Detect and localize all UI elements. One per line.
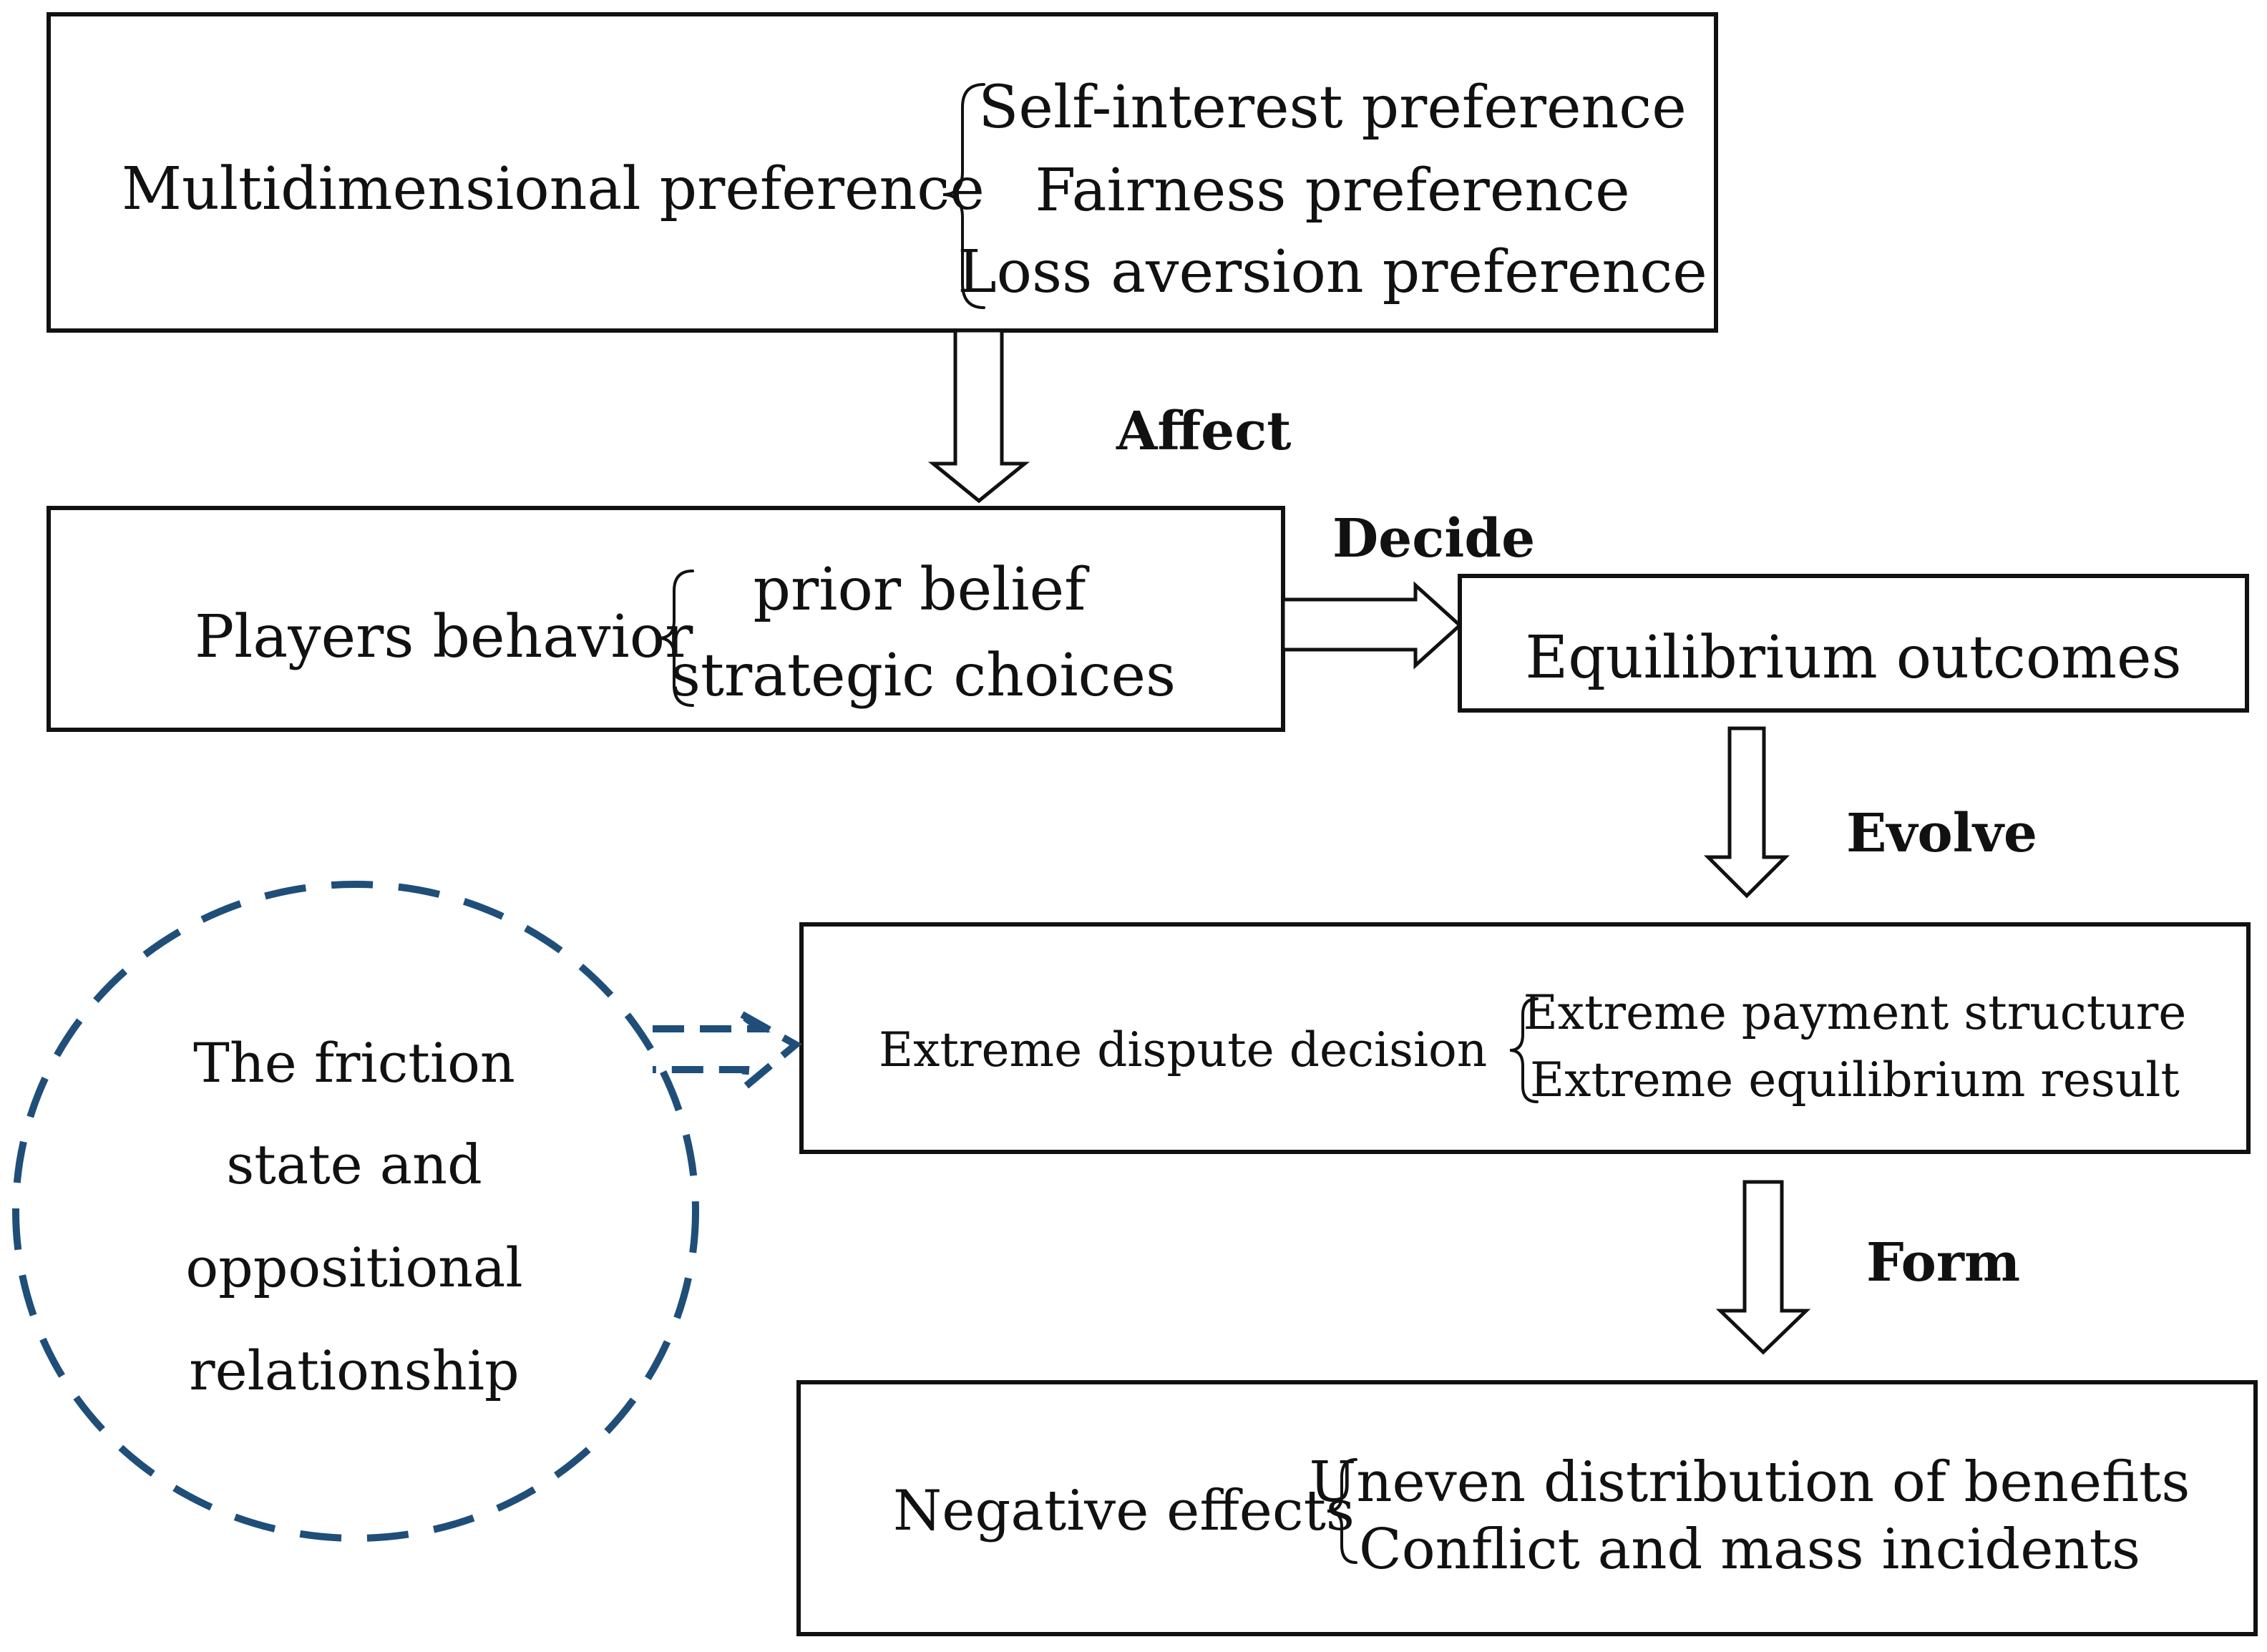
friction-line-3: oppositional bbox=[185, 1236, 522, 1299]
behavior-item-prior-belief: prior belief bbox=[754, 556, 1091, 624]
preference-box: Multidimensional preference Self-interes… bbox=[47, 12, 1718, 333]
friction-connector-arrow bbox=[653, 1008, 802, 1096]
extreme-title: Extreme dispute decision bbox=[879, 1022, 1487, 1077]
behavior-brace bbox=[658, 570, 694, 707]
friction-line-2: state and bbox=[226, 1133, 482, 1196]
extreme-item-payment-structure: Extreme payment structure bbox=[1523, 985, 2187, 1040]
decide-arrow: Decide bbox=[1281, 508, 1535, 670]
equilibrium-box: Equilibrium outcomes bbox=[1458, 574, 2249, 713]
evolve-arrow-shape bbox=[1703, 726, 1790, 899]
preference-box-frame bbox=[47, 12, 1718, 333]
form-arrow: Form bbox=[1715, 1180, 2020, 1355]
preference-item-fairness: Fairness preference bbox=[1035, 157, 1629, 225]
equilibrium-box-frame bbox=[1458, 574, 2249, 713]
negative-title: Negative effects bbox=[893, 1479, 1355, 1543]
negative-box-frame bbox=[796, 1380, 2258, 1636]
form-label: Form bbox=[1866, 1232, 2020, 1294]
behavior-title: Players behavior bbox=[195, 603, 693, 671]
preference-item-self-interest: Self-interest preference bbox=[978, 74, 1687, 142]
affect-label: Affect bbox=[1116, 401, 1291, 462]
behavior-box: Players behavior prior belief strategic … bbox=[47, 506, 1285, 732]
negative-brace bbox=[1327, 1458, 1357, 1564]
extreme-item-equilibrium-result: Extreme equilibrium result bbox=[1530, 1052, 2180, 1108]
preference-title: Multidimensional preference bbox=[122, 155, 985, 223]
negative-item-conflict: Conflict and mass incidents bbox=[1359, 1517, 2140, 1582]
affect-arrow: Affect bbox=[927, 328, 1291, 504]
preference-item-loss-aversion: Loss aversion preference bbox=[957, 238, 1707, 306]
evolve-arrow: Evolve bbox=[1703, 726, 2037, 899]
extreme-box-frame bbox=[799, 922, 2251, 1154]
negative-item-uneven-distribution: Uneven distribution of benefits bbox=[1310, 1450, 2190, 1515]
friction-circle-outline bbox=[12, 881, 699, 1542]
form-arrow-shape bbox=[1715, 1180, 1811, 1355]
behavior-box-frame bbox=[47, 506, 1285, 732]
decide-label: Decide bbox=[1332, 508, 1535, 570]
friction-line-1: The friction bbox=[193, 1031, 515, 1095]
extreme-brace bbox=[1509, 997, 1539, 1103]
friction-circle: The friction state and oppositional rela… bbox=[12, 881, 699, 1542]
evolve-label: Evolve bbox=[1846, 803, 2037, 864]
extreme-box: Extreme dispute decision Extreme payment… bbox=[799, 922, 2251, 1154]
friction-connector-shape bbox=[653, 1008, 802, 1096]
equilibrium-title: Equilibrium outcomes bbox=[1525, 624, 2181, 692]
negative-box: Negative effects Uneven distribution of … bbox=[796, 1380, 2258, 1636]
decide-arrow-shape bbox=[1281, 581, 1463, 670]
behavior-item-strategic-choices: strategic choices bbox=[671, 642, 1176, 710]
preference-brace bbox=[942, 83, 985, 309]
friction-line-4: relationship bbox=[189, 1339, 519, 1402]
affect-arrow-shape bbox=[927, 328, 1030, 504]
